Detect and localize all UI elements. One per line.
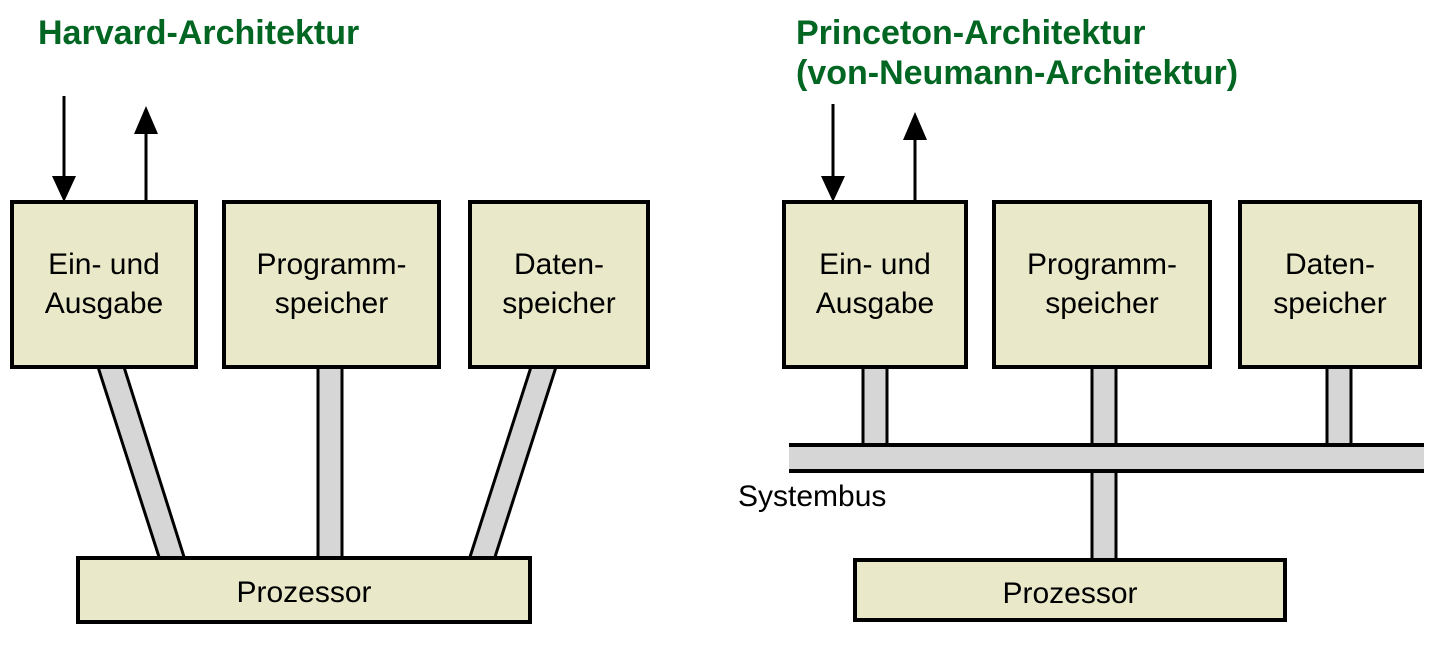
left-box-program-memory[interactable] [222,200,441,369]
system-bus-bar[interactable] [789,443,1424,473]
left-box-processor[interactable] [76,556,532,624]
right-diagram-title-line1: Princeton-Architektur [796,14,1146,52]
left-box-io[interactable] [10,200,198,369]
right-diagram-title-line2: (von-Neumann-Architektur) [796,54,1239,92]
right-box-io[interactable] [782,200,968,369]
right-bus-stub-processor [1090,468,1118,562]
right-bus-stub-io [861,365,889,448]
left-bus-data [466,365,559,562]
right-box-processor[interactable] [853,558,1287,622]
right-diagram-title: Princeton-Architektur(von-Neumann-Archit… [796,13,1238,93]
left-diagram-title: Harvard-Architektur [38,14,360,52]
right-output-arrow [903,112,927,202]
right-bus-stub-data [1325,365,1353,448]
right-bus-stub-program [1090,365,1118,448]
left-box-data-memory[interactable] [468,200,650,369]
right-input-arrow [821,104,845,202]
left-bus-io [95,365,188,562]
system-bus-label: Systembus [738,480,887,513]
left-input-arrow [52,96,76,202]
left-bus-program [316,365,344,562]
right-box-data-memory[interactable] [1238,200,1422,369]
left-output-arrow [134,106,158,202]
right-box-program-memory[interactable] [992,200,1212,369]
